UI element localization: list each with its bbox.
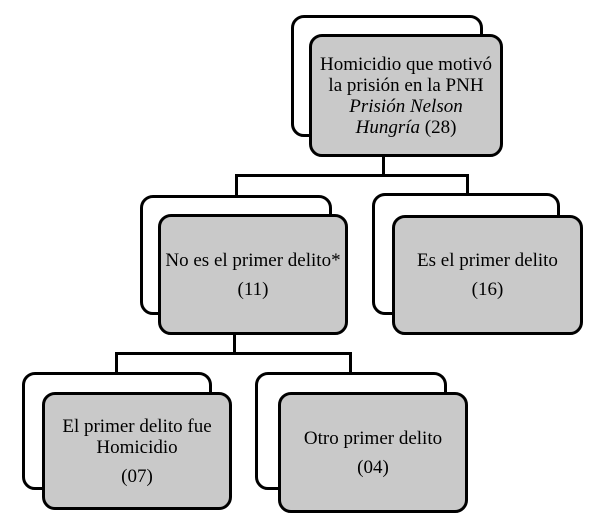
node-line: Homicidio (96, 436, 178, 458)
node-line-italic: Hungría (355, 116, 420, 138)
connector-root-rail (235, 174, 469, 177)
node-label: Es el primer delito (417, 250, 558, 271)
node-not-first-offense-front-card: No es el primer delito* (11) (158, 214, 348, 335)
node-other-first-offense-front-card: Otro primer delito (04) (278, 392, 468, 513)
node-label: No es el primer delito* (165, 249, 341, 271)
node-count: (04) (357, 456, 389, 478)
node-count: (16) (471, 279, 504, 300)
connector-l2-left-drop (115, 352, 118, 375)
node-line-plain: (28) (420, 116, 457, 138)
node-line: la prisión en la PNH (328, 74, 484, 96)
connector-l2-stem (233, 330, 236, 355)
connector-l2-rail (115, 352, 352, 355)
node-first-was-homicide-front-card: El primer delito fue Homicidio (07) (42, 392, 232, 510)
connector-root-left-drop (235, 174, 238, 198)
node-line: Hungría (28) (356, 117, 457, 138)
node-first-offense-front-card: Es el primer delito (16) (392, 215, 583, 335)
node-line: El primer delito fue (62, 415, 212, 437)
connector-root-stem (382, 150, 385, 176)
node-count: (07) (121, 465, 153, 487)
node-root-front-card: Homicidio que motivó la prisión en la PN… (309, 34, 503, 157)
node-count: (11) (237, 278, 269, 300)
connector-root-right-drop (466, 174, 469, 198)
node-line: Prisión Nelson (349, 95, 463, 117)
connector-l2-right-drop (349, 352, 352, 375)
node-line: Homicidio que motivó (319, 53, 493, 75)
node-label: Otro primer delito (303, 427, 443, 449)
